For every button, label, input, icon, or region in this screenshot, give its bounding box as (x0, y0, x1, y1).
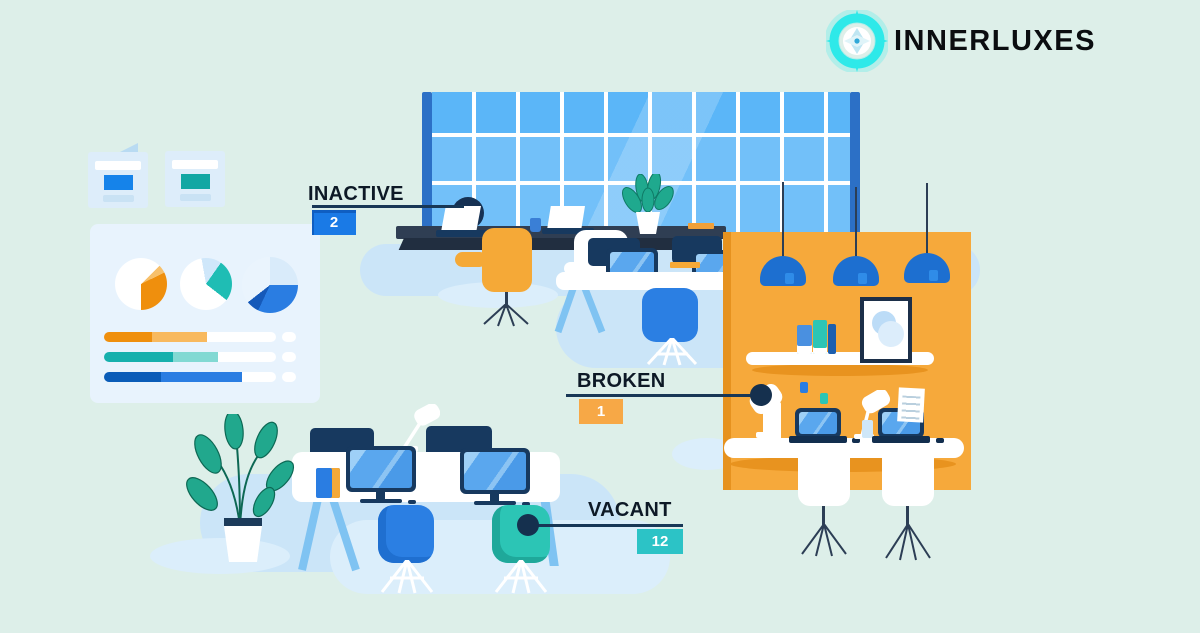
notepad (897, 387, 925, 423)
callout-dot-broken (750, 384, 772, 406)
pendant-lamp-2 (833, 256, 879, 286)
wall-chair-2-legs (885, 524, 931, 561)
wall-laptop-2-base (872, 436, 930, 443)
pendant-lamp-1 (760, 256, 806, 286)
books-mid-desk (670, 262, 700, 268)
blue-chair-bottom (378, 505, 434, 563)
blue-chair-mid-legs (646, 338, 698, 366)
laptop-screen-person (441, 206, 481, 232)
pie-chart-orange (115, 258, 167, 310)
progress-cap-1 (282, 332, 296, 342)
orange-chair-arm (455, 252, 487, 267)
logo-text: INNERLUXES (894, 24, 1096, 57)
binder-blue (797, 325, 812, 354)
callout-line-vacant (528, 524, 683, 527)
bottom-desk-legs (298, 490, 360, 572)
callout-label-vacant: VACANT (588, 499, 672, 521)
monitor-bottom-2-base (474, 501, 516, 505)
pie-chart-teal (180, 258, 232, 310)
white-chair-arm-mid (564, 262, 586, 275)
wall-chair-1-back (798, 446, 850, 506)
progress-bar-blue (104, 372, 276, 382)
teal-chair-bottom-legs (494, 560, 548, 594)
pen-cup (862, 420, 873, 438)
pendant-lamp-3 (904, 253, 950, 283)
wall-laptop-1-screen (795, 408, 841, 438)
orange-chair-legs (483, 304, 529, 327)
blue-chair-mid (642, 288, 698, 342)
laptop-base-2 (542, 228, 594, 234)
orange-chair-pole (505, 292, 508, 308)
callout-line-inactive (312, 205, 464, 208)
mid-desk-legs (554, 286, 606, 334)
desk-lamp-bottom (394, 404, 440, 452)
binder-teal (813, 320, 827, 354)
bottle-blue (800, 382, 808, 393)
mouse-2 (936, 438, 944, 443)
lamp-wire-2 (855, 187, 857, 260)
callout-dot-vacant (517, 514, 539, 536)
mid-desk-top (556, 272, 744, 290)
mouse-1 (852, 438, 860, 443)
progress-bar-teal (104, 352, 276, 362)
monitor-bottom-2-stand (490, 494, 499, 501)
lamp-wire-1 (782, 182, 784, 260)
mouse-bottom-1 (408, 500, 416, 504)
monitor-bottom-1 (346, 446, 416, 492)
window-frame-right (850, 92, 860, 238)
mug (530, 218, 541, 232)
card-teal (165, 151, 225, 207)
book-on-counter (688, 223, 714, 229)
monitor-bottom-1-stand (376, 492, 385, 499)
card-blue (88, 152, 148, 208)
callout-badge-broken: 1 (579, 399, 623, 424)
callout-line-broken (566, 394, 764, 397)
laptop-screen-2 (547, 206, 585, 230)
progress-cap-3 (282, 372, 296, 382)
callout-label-inactive: INACTIVE (308, 183, 404, 205)
orange-chair-back (482, 228, 532, 292)
progress-cap-2 (282, 352, 296, 362)
monitor-bottom-1-base (360, 499, 402, 503)
lamp-wire-3 (926, 183, 928, 256)
callout-badge-vacant: 12 (637, 529, 683, 554)
wall-chair-1-legs (801, 524, 847, 557)
bottle-teal (820, 393, 828, 404)
laptop-base-person (436, 230, 494, 237)
binder-bottom-desk (316, 468, 340, 498)
floor-plant (186, 414, 295, 562)
blue-chair-bottom-legs (380, 560, 434, 594)
cpu-tower (763, 402, 781, 440)
window-frame-left (422, 92, 432, 242)
picture-frame (860, 297, 912, 363)
wall-laptop-1-base (789, 436, 847, 443)
wall-chair-2-pole (906, 506, 909, 526)
mouse-bottom-2 (522, 502, 530, 506)
wall-laptop-2-screen (878, 408, 924, 438)
book-navy (828, 324, 836, 354)
monitor-bottom-2 (460, 448, 530, 494)
callout-label-broken: BROKEN (577, 370, 666, 392)
wall-chair-2-back (882, 446, 934, 506)
counter-plant (621, 174, 674, 234)
floor-shadow-plant (150, 538, 290, 574)
orange-wall-edge (723, 232, 731, 490)
progress-bar-orange (104, 332, 276, 342)
logo: INNERLUXES (826, 10, 1096, 72)
shelf-shadow (752, 364, 928, 376)
wall-chair-1-pole (822, 506, 825, 526)
dashboard-board (90, 224, 320, 403)
window-mullion-horizontal-1 (432, 133, 850, 137)
compass-target-icon (826, 10, 888, 72)
pie-chart-blue (242, 257, 298, 313)
callout-badge-inactive: 2 (312, 210, 356, 235)
